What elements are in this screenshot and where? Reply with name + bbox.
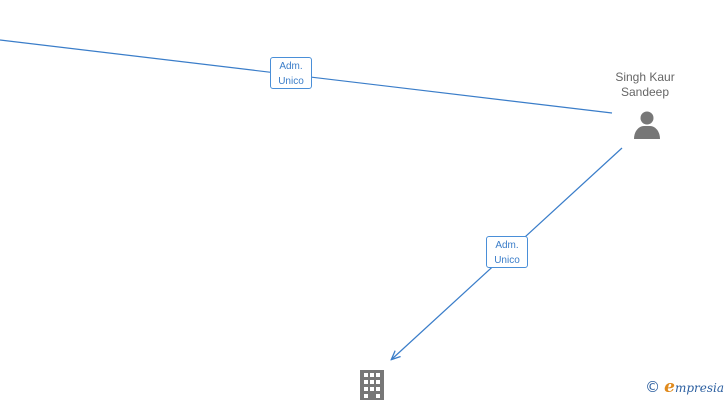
person-node-name[interactable]: Singh Kaur Sandeep	[600, 70, 690, 100]
person-name-line1: Singh Kaur	[615, 70, 675, 84]
building-icon[interactable]	[359, 368, 385, 400]
edge-label-role: Adm.	[495, 240, 519, 251]
edge-label-role: Adm.	[279, 61, 303, 72]
person-name-line2: Sandeep	[620, 85, 670, 99]
brand-initial: e	[664, 377, 675, 397]
edge-label-role-detail: Unico	[494, 255, 520, 266]
brand-logo: empresia	[664, 377, 724, 397]
edge-label-top[interactable]: Adm. Unico	[270, 57, 312, 89]
brand-footer[interactable]: © empresia	[645, 376, 724, 398]
edge-label-role-detail: Unico	[278, 76, 304, 87]
copyright-icon: ©	[645, 378, 661, 396]
brand-name: mpresia	[674, 381, 724, 395]
edge-label-person-to-company[interactable]: Adm. Unico	[486, 236, 528, 268]
person-icon[interactable]	[632, 110, 662, 140]
